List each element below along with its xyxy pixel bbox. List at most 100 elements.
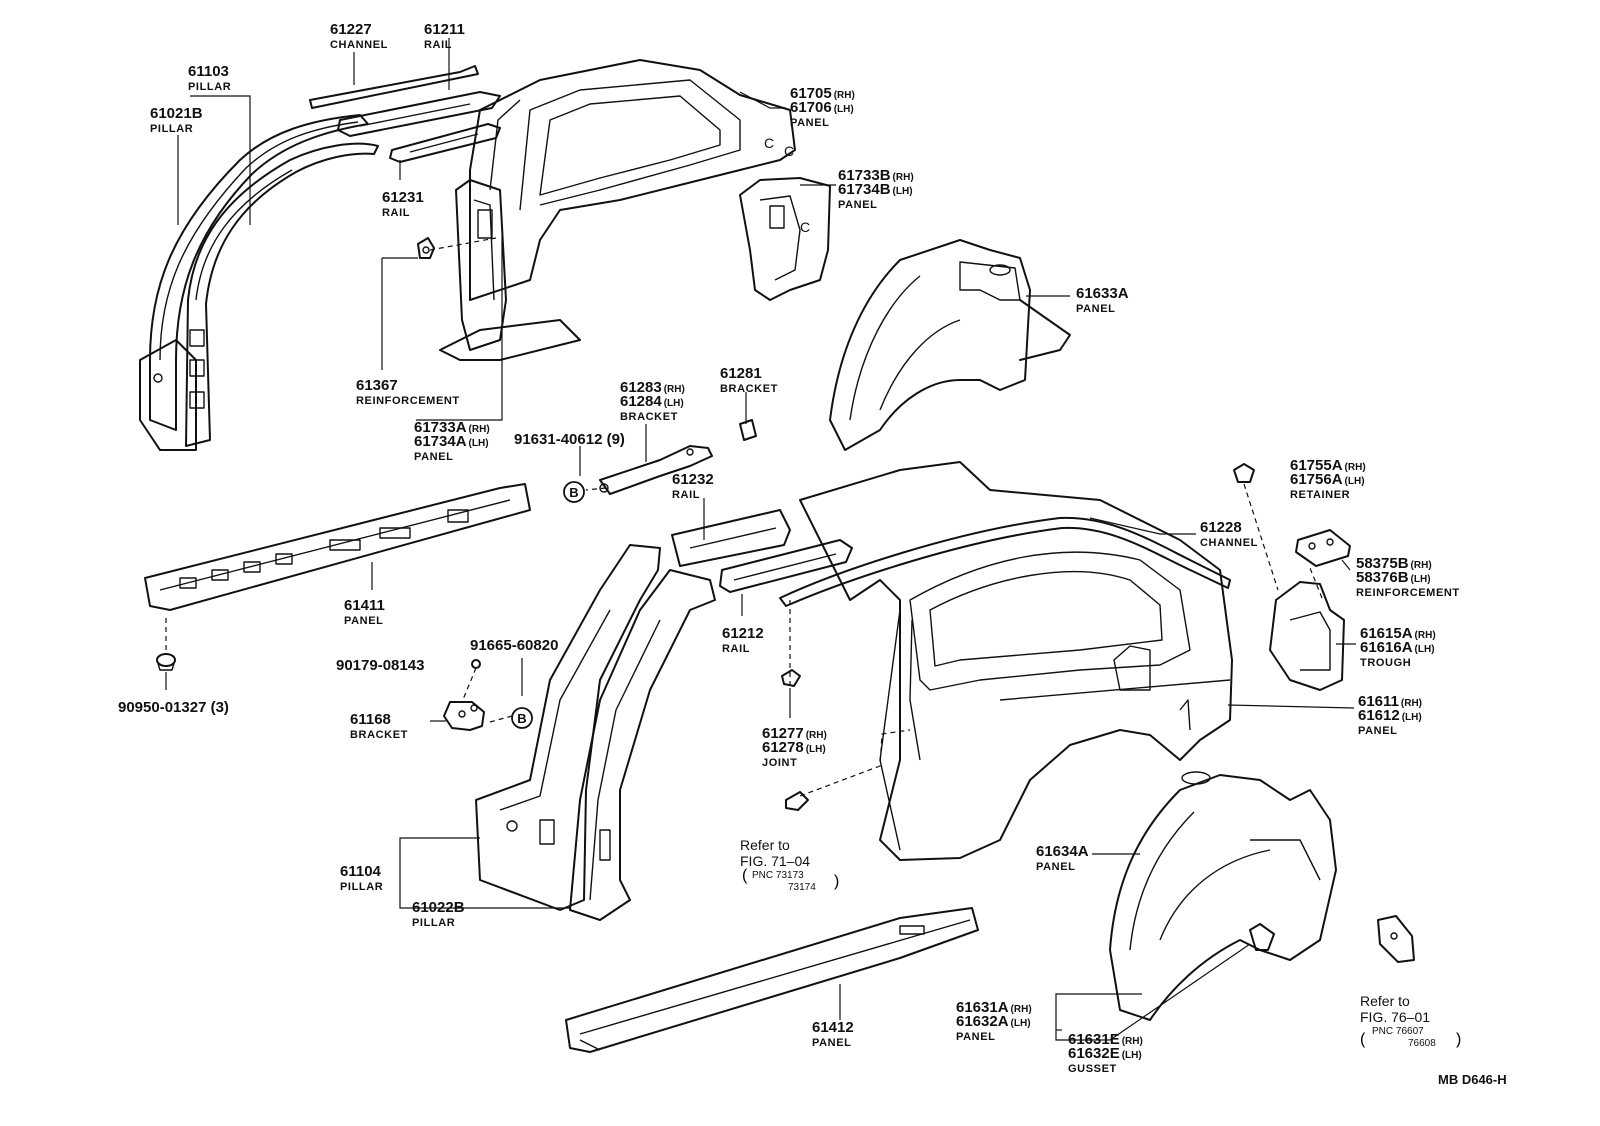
callout-number: 61104	[340, 863, 382, 880]
reference-line-1: Refer to	[740, 837, 790, 853]
callout-suffix-2: (LH)	[834, 104, 854, 115]
svg-text:): )	[1456, 1031, 1461, 1048]
svg-text:61734B(LH): 61734B(LH)	[838, 181, 913, 198]
callout-suffix: (RH)	[1415, 630, 1436, 641]
callout-number: 90179-08143	[336, 657, 424, 674]
callout-number-2: 61756A	[1290, 471, 1343, 488]
svg-text:61733B(RH): 61733B(RH)	[838, 167, 914, 184]
callout-number: 61231	[382, 189, 424, 206]
callout-number: 90950-01327 (3)	[118, 699, 229, 716]
callout-61755A: 61755A(RH) 61756A(LH) RETAINER	[1290, 457, 1366, 501]
callout-91631: 91631-40612 (9)	[514, 431, 625, 448]
callout-part-name: BRACKET	[620, 411, 678, 423]
callout-number: 61283	[620, 379, 662, 396]
callout-61227: 61227 CHANNEL	[330, 21, 387, 51]
callout-suffix-2: (LH)	[1402, 712, 1422, 723]
bolt-mark-b-upper: B	[563, 481, 585, 503]
gusset-61631E-drawing	[1249, 923, 1275, 951]
callout-suffix: (RH)	[469, 424, 490, 435]
callout-number-2: 61284	[620, 393, 662, 410]
callout-61611: 61611(RH) 61612(LH) PANEL	[1358, 693, 1422, 737]
svg-text:61705(RH): 61705(RH)	[790, 85, 855, 102]
rail-61212-drawing	[719, 539, 853, 593]
svg-text:): )	[834, 873, 839, 890]
reference-fig-71-04: Refer to FIG. 71–04 ( PNC 73173 73174 )	[740, 837, 839, 893]
reference-line-2: FIG. 71–04	[740, 853, 810, 869]
callout-suffix: (RH)	[893, 172, 914, 183]
callout-91665: 91665-60820	[470, 637, 558, 654]
callout-number: 61367	[356, 377, 398, 394]
bracket-61168-drawing	[443, 659, 485, 731]
callout-61283: 61283(RH) 61284(LH) BRACKET	[620, 379, 685, 423]
callout-suffix: (RH)	[1011, 1004, 1032, 1015]
callout-suffix: (RH)	[1411, 560, 1432, 571]
callout-part-name: PANEL	[790, 117, 829, 129]
callout-part-name: PILLAR	[150, 123, 193, 135]
callout-part-name: PANEL	[1076, 303, 1115, 315]
callout-suffix: (RH)	[834, 90, 855, 101]
dashed-guides	[165, 237, 1323, 797]
svg-text:61615A(RH): 61615A(RH)	[1360, 625, 1436, 642]
callout-part-name: PANEL	[414, 451, 453, 463]
callout-number: 61611	[1358, 693, 1399, 710]
callout-number: 61103	[188, 63, 229, 80]
svg-text:58375B(RH): 58375B(RH)	[1356, 555, 1432, 572]
svg-text:C: C	[800, 219, 810, 235]
svg-text:61283(RH): 61283(RH)	[620, 379, 685, 396]
callout-number-2: 61734A	[414, 433, 467, 450]
callout-number: 61227	[330, 21, 372, 38]
callout-part-name: RAIL	[672, 489, 700, 501]
reference-line-1: Refer to	[1360, 993, 1410, 1009]
callout-number-2: 61632A	[956, 1013, 1009, 1030]
callout-number: 61277	[762, 725, 804, 742]
svg-text:61612(LH): 61612(LH)	[1358, 707, 1422, 724]
pnc-76607-part-drawing	[1377, 915, 1415, 963]
callout-number: 58375B	[1356, 555, 1409, 572]
callout-suffix: (RH)	[1401, 698, 1422, 709]
callout-suffix-2: (LH)	[1345, 476, 1365, 487]
svg-text:61616A(LH): 61616A(LH)	[1360, 639, 1435, 656]
callout-number: 61168	[350, 711, 391, 728]
callout-number-2: 61612	[1358, 707, 1400, 724]
callout-61231: 61231 RAIL	[382, 189, 424, 219]
callout-number: 61281	[720, 365, 762, 382]
callout-suffix: (RH)	[664, 384, 685, 395]
pillar-61021B-drawing	[149, 114, 369, 431]
panel-61705-drawing: C C	[469, 59, 796, 301]
pnc-73173-part-drawing	[785, 791, 809, 811]
callout-61022B: 61022B PILLAR	[412, 899, 465, 929]
callout-number: 61631A	[956, 999, 1009, 1016]
callout-61281: 61281 BRACKET	[720, 365, 778, 395]
svg-text:58376B(LH): 58376B(LH)	[1356, 569, 1431, 586]
bolt-mark-b-lower: B	[511, 707, 533, 729]
svg-text:61756A(LH): 61756A(LH)	[1290, 471, 1365, 488]
callout-suffix-2: (LH)	[1415, 644, 1435, 655]
callout-part-name: BRACKET	[350, 729, 408, 741]
leader-lines	[165, 38, 1356, 1041]
callout-part-name: BRACKET	[720, 383, 778, 395]
callout-part-name: TROUGH	[1360, 657, 1411, 669]
callout-58375B: 58375B(RH) 58376B(LH) REINFORCEMENT	[1356, 555, 1460, 599]
callout-61232: 61232 RAIL	[672, 471, 714, 501]
callout-number: 61634A	[1036, 843, 1089, 860]
callout-part-name: PILLAR	[340, 881, 383, 893]
callout-number: 61615A	[1360, 625, 1413, 642]
callout-number: 61755A	[1290, 457, 1343, 474]
callout-part-name: PANEL	[1358, 725, 1397, 737]
reference-fig-76-01: Refer to FIG. 76–01 ( PNC 76607 76608 )	[1360, 993, 1461, 1049]
reference-line-2: FIG. 76–01	[1360, 1009, 1430, 1025]
callout-61277: 61277(RH) 61278(LH) JOINT	[762, 725, 827, 769]
callout-part-name: CHANNEL	[1200, 537, 1258, 549]
bracket-61283-drawing	[599, 445, 713, 495]
panel-61634A-drawing	[1109, 771, 1337, 1021]
callout-part-name: REINFORCEMENT	[1356, 587, 1460, 599]
callout-suffix-2: (LH)	[664, 398, 684, 409]
svg-text:61632A(LH): 61632A(LH)	[956, 1013, 1031, 1030]
channel-61228-drawing	[779, 516, 1231, 607]
callout-number: 61021B	[150, 105, 203, 122]
svg-text:(: (	[1360, 1031, 1366, 1048]
callout-61168: 61168 BRACKET	[350, 711, 408, 741]
bolt-mark-letter: B	[517, 711, 526, 726]
svg-text:C: C	[784, 143, 794, 159]
